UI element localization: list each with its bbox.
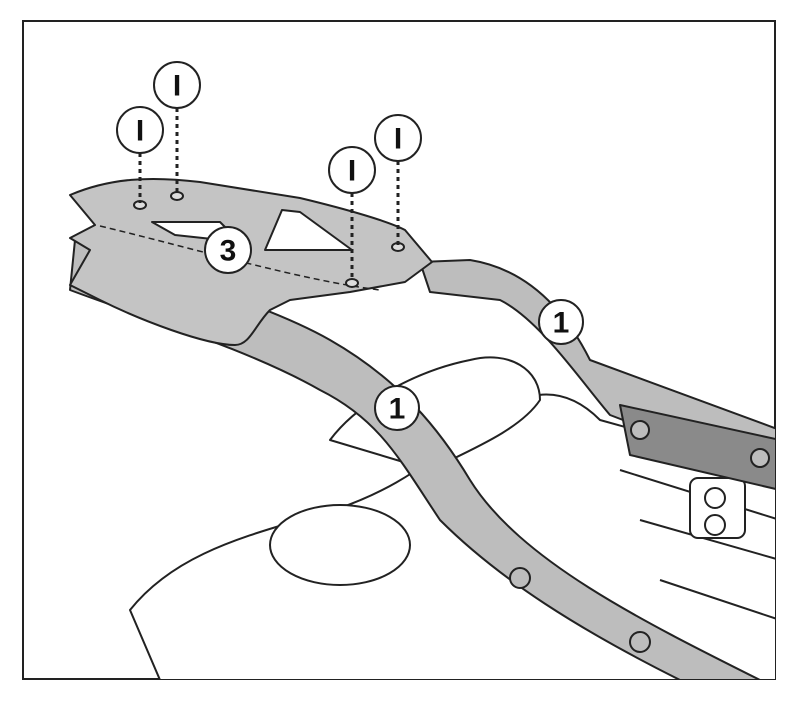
bracket-bolt (630, 420, 650, 440)
rail-bracket (619, 404, 775, 490)
bracket-bolt (750, 448, 770, 468)
callout-screw: I (153, 61, 201, 109)
callout-label: I (173, 70, 181, 103)
callout-label: 3 (220, 235, 237, 268)
rail-hole (629, 631, 651, 653)
screw-hole (345, 278, 359, 288)
top-plate (69, 177, 433, 346)
callout-screw: I (116, 106, 164, 154)
leader-lines (138, 108, 400, 281)
callout-plate: 3 (204, 226, 252, 274)
callout-rail: 1 (538, 299, 584, 345)
callout-label: 1 (553, 307, 570, 340)
screw-hole (170, 191, 184, 201)
callout-label: I (136, 115, 144, 148)
callout-label: 1 (389, 393, 406, 426)
callout-rail: 1 (374, 385, 420, 431)
callout-label: I (394, 123, 402, 156)
callout-screw: I (374, 114, 422, 162)
rail-hole (509, 567, 531, 589)
rail-left (69, 239, 761, 679)
callout-screw: I (328, 146, 376, 194)
callout-label: I (348, 155, 356, 188)
